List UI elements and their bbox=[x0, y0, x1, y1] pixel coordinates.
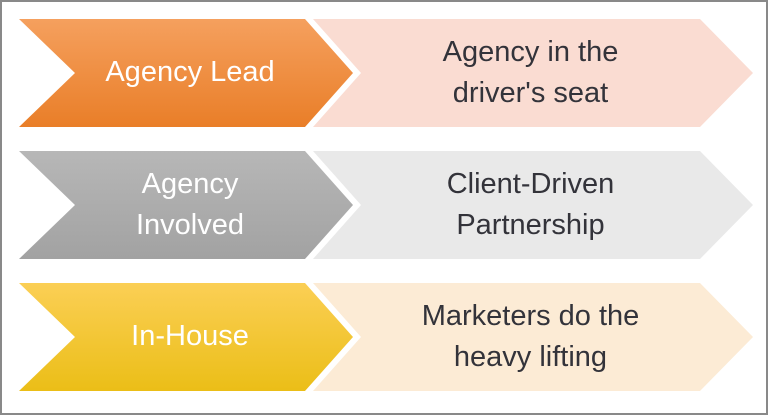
chevron-arrow-shape bbox=[19, 151, 353, 259]
process-row-agency-lead: Agency Lead Agency in the driver's seat bbox=[19, 19, 755, 127]
arrow-label-in-house: In-House bbox=[131, 320, 249, 353]
band-label-agency-involved: Client-Driven Partnership bbox=[446, 167, 615, 241]
row-shapes bbox=[19, 283, 753, 391]
band-label-in-house: Marketers do the heavy lifting bbox=[421, 299, 640, 373]
chevron-arrow-shape bbox=[19, 283, 353, 391]
process-row-agency-involved: Agency Involved Client-Driven Partnershi… bbox=[19, 151, 755, 259]
band-arrow-shape bbox=[313, 283, 753, 391]
arrow-label-agency-involved: Agency Involved bbox=[135, 167, 244, 241]
chevron-arrow-shape bbox=[19, 19, 353, 127]
band-arrow-shape bbox=[313, 19, 753, 127]
row-shapes bbox=[19, 19, 753, 127]
arrow-label-agency-lead: Agency Lead bbox=[105, 56, 275, 89]
band-arrow-shape bbox=[313, 151, 753, 259]
process-row-in-house: In-House Marketers do the heavy lifting bbox=[19, 283, 755, 391]
band-label-agency-lead: Agency in the driver's seat bbox=[442, 35, 619, 109]
row-shapes bbox=[19, 151, 753, 259]
